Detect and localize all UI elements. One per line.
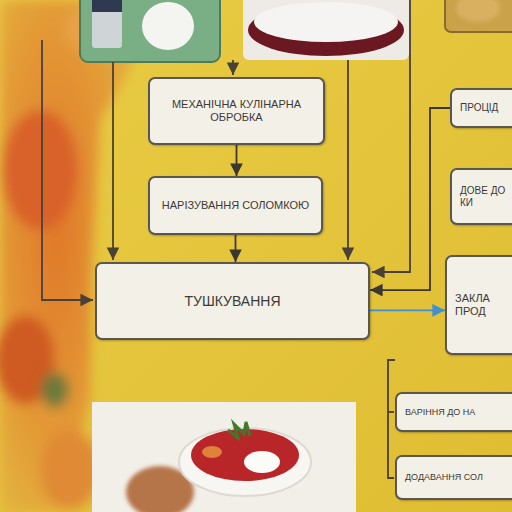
egg bbox=[142, 2, 194, 50]
leader-lines bbox=[42, 0, 410, 478]
red-blob bbox=[2, 110, 78, 230]
photo-frame bbox=[92, 402, 356, 512]
jar-lid bbox=[92, 0, 122, 12]
leader-line bbox=[372, 0, 410, 272]
flow-arrow bbox=[370, 108, 450, 290]
box-label: ЗАКЛА ПРОД bbox=[455, 292, 508, 318]
box-label: ВАРІННЯ ДО НА bbox=[405, 407, 475, 418]
flow-arrow bbox=[236, 145, 238, 176]
bowl-inside bbox=[254, 2, 398, 42]
photo-frame bbox=[80, 0, 220, 62]
process-box: ТУШКУВАННЯ bbox=[95, 262, 370, 340]
plate bbox=[179, 428, 311, 496]
corner-photo bbox=[445, 0, 512, 32]
orange-blob bbox=[40, 430, 100, 510]
photo-frame bbox=[243, 0, 409, 60]
box-label: НАРІЗУВАННЯ СОЛОМКОЮ bbox=[162, 199, 309, 212]
leader-line bbox=[112, 62, 114, 260]
flow-arrow bbox=[370, 309, 445, 311]
box-label: ТУШКУВАННЯ bbox=[184, 293, 280, 310]
box-label: ДОДАВАННЯ СОЛ bbox=[405, 472, 483, 483]
box-label: МЕХАНІЧНА КУЛІНАРНА ОБРОБКА bbox=[158, 98, 315, 124]
leader-line bbox=[388, 360, 395, 478]
sour-cream bbox=[244, 451, 280, 473]
spice-photo bbox=[80, 0, 220, 62]
photo-frame bbox=[445, 0, 512, 32]
process-box: ПРОЦІД bbox=[450, 88, 512, 128]
jar bbox=[92, 0, 122, 48]
green-blob bbox=[41, 372, 69, 408]
process-box: ДОДАВАННЯ СОЛ bbox=[395, 455, 512, 500]
leader-line bbox=[388, 411, 394, 413]
bowl-photo bbox=[243, 0, 409, 60]
box-label: ПРОЦІД bbox=[460, 102, 498, 114]
herbs bbox=[228, 422, 250, 438]
box-label: ДОВЕ ДО КИ bbox=[460, 185, 508, 209]
process-box: ДОВЕ ДО КИ bbox=[450, 168, 512, 225]
process-box: ЗАКЛА ПРОД bbox=[445, 255, 512, 355]
carrot bbox=[202, 446, 222, 458]
process-box: НАРІЗУВАННЯ СОЛОМКОЮ bbox=[148, 176, 323, 235]
borscht-photo bbox=[92, 402, 356, 512]
leader-line bbox=[347, 60, 349, 260]
flow-arrow bbox=[235, 235, 237, 262]
process-box: МЕХАНІЧНА КУЛІНАРНА ОБРОБКА bbox=[148, 77, 325, 145]
leader-line bbox=[232, 60, 234, 75]
leader-line bbox=[42, 40, 93, 300]
food bbox=[456, 0, 500, 22]
process-box: ВАРІННЯ ДО НА bbox=[395, 392, 512, 432]
